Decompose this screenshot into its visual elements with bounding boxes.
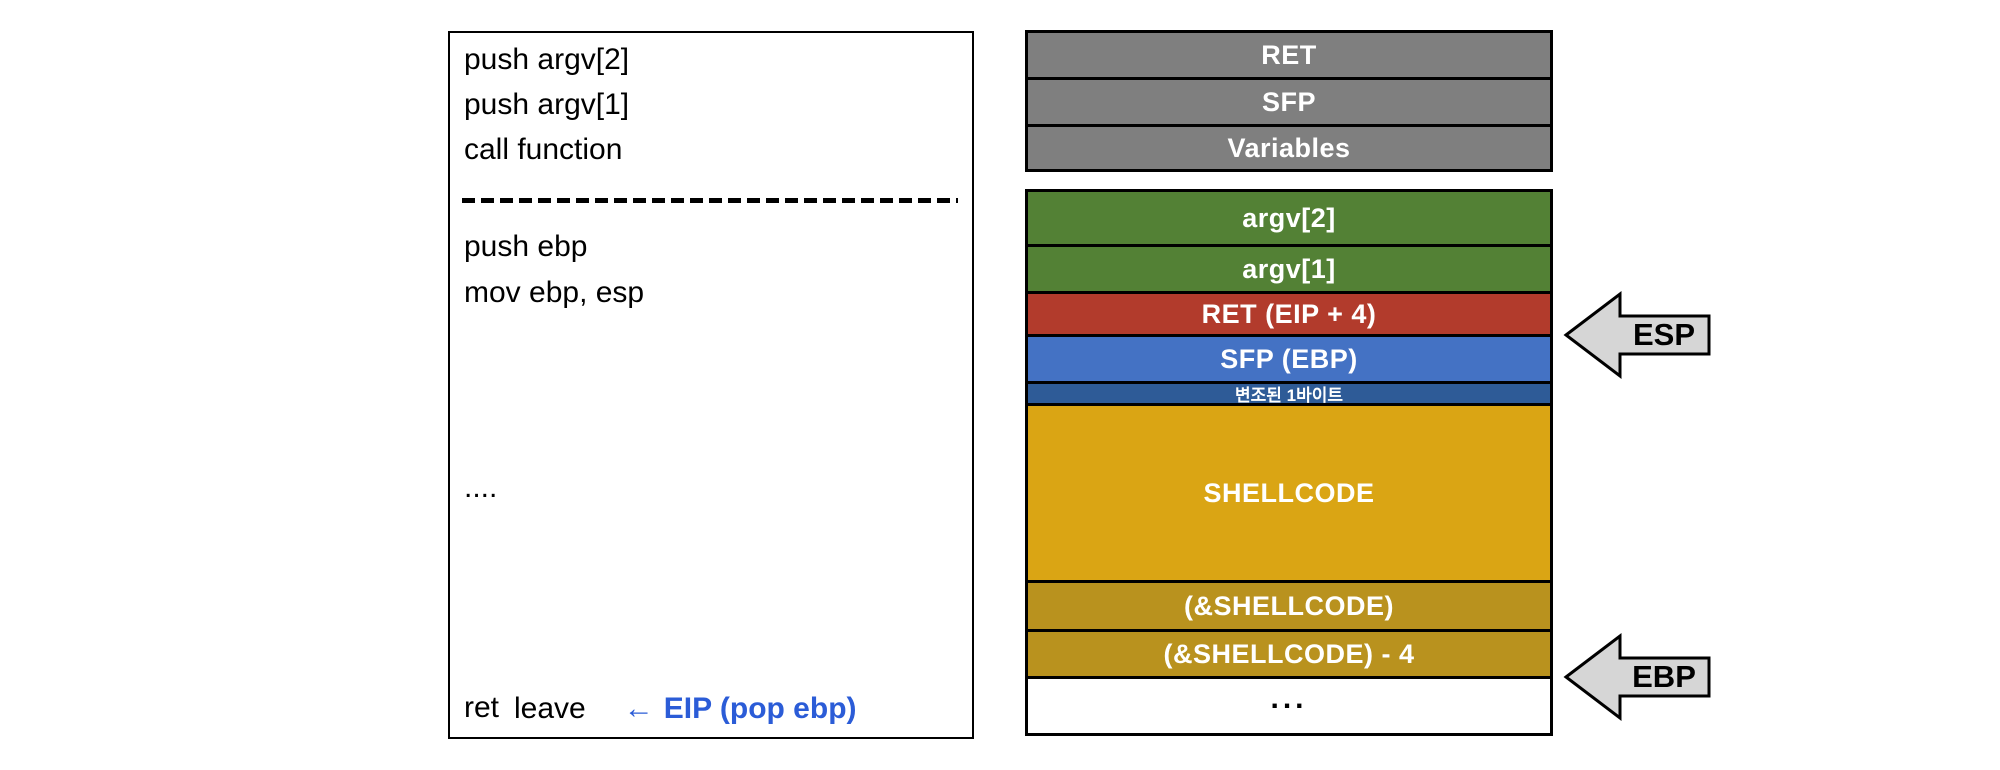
stack-row-shellcode: SHELLCODE <box>1025 403 1553 583</box>
code-line-push-argv2: push argv[2] <box>464 43 630 76</box>
code-line-push-argv1: push argv[1] <box>464 88 630 121</box>
stack-row-shellcode-addr: (&SHELLCODE) <box>1025 580 1553 632</box>
stack-row-argv1: argv[1] <box>1025 244 1553 294</box>
stack-row-sfp-ebp: SFP (EBP) <box>1025 334 1553 384</box>
ebp-label: EBP <box>1632 659 1696 694</box>
stack-row-ellipsis: ... <box>1025 676 1553 736</box>
stack-diagram: RET SFP Variables argv[2] argv[1] RET (E… <box>1025 30 1553 736</box>
left-arrow-shape <box>1563 632 1711 722</box>
stack-row-ret: RET <box>1025 30 1553 80</box>
code-line-leave: leave ← EIP (pop ebp) <box>464 643 964 725</box>
code-line-push-ebp: push ebp <box>464 230 588 263</box>
leave-instruction: leave <box>514 692 586 725</box>
stack-row-argv2: argv[2] <box>1025 189 1553 247</box>
code-line-call-function: call function <box>464 133 623 166</box>
eip-annotation-text: EIP (pop ebp) <box>663 692 857 725</box>
stack-row-variables: Variables <box>1025 124 1553 172</box>
stack-frame-gap <box>1025 172 1553 189</box>
left-arrow-icon: ← <box>623 692 654 725</box>
dashed-divider <box>462 198 958 203</box>
stack-row-corrupted-byte: 변조된 1바이트 <box>1025 381 1553 406</box>
eip-annotation: ← EIP (pop ebp) <box>624 692 857 725</box>
code-line-ret: ret <box>464 691 500 724</box>
esp-label: ESP <box>1632 317 1696 352</box>
code-line-mov-ebp-esp: mov ebp, esp <box>464 276 645 309</box>
stack-row-ret-eip: RET (EIP + 4) <box>1025 291 1553 337</box>
ebp-pointer-arrow: EBP <box>1563 631 1713 723</box>
stack-row-shellcode-addr-minus-4: (&SHELLCODE) - 4 <box>1025 629 1553 679</box>
code-panel: push argv[2] push argv[1] call function … <box>448 31 974 739</box>
stack-row-sfp: SFP <box>1025 77 1553 127</box>
esp-pointer-arrow: ESP <box>1563 289 1713 381</box>
code-line-ellipsis: .... <box>464 471 498 504</box>
left-arrow-shape <box>1563 290 1711 380</box>
